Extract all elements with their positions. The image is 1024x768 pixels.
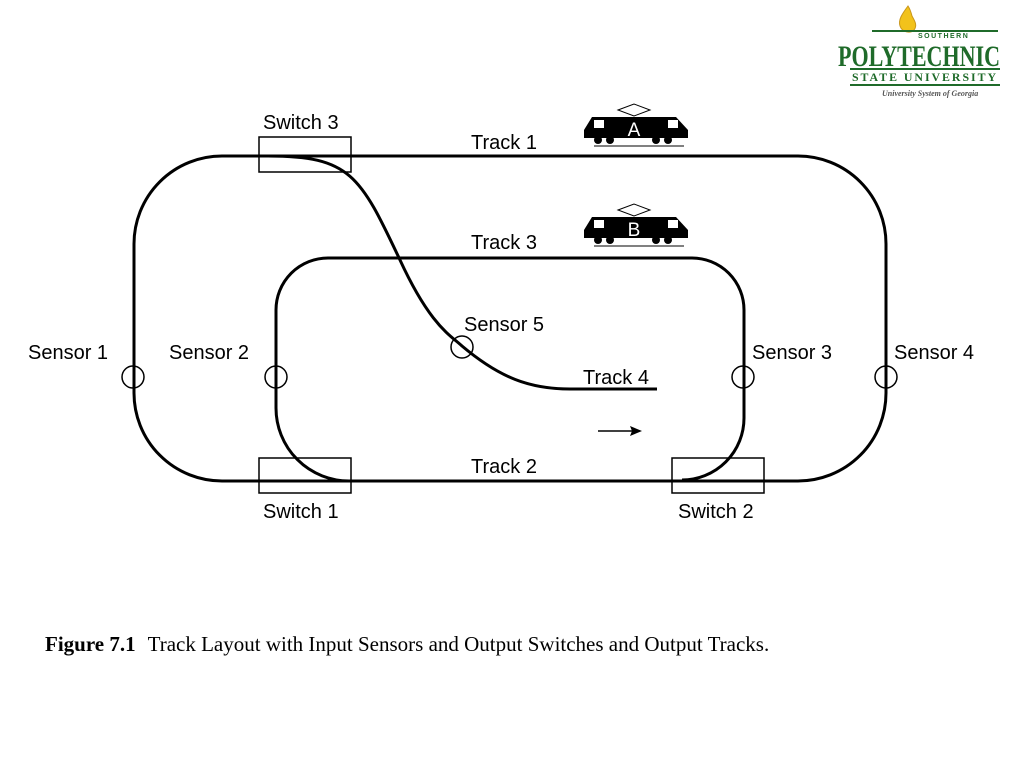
logo-top-text: SOUTHERN [918,33,969,40]
sensor-2[interactable] [264,365,288,389]
sensor-1-label: Sensor 1 [28,342,108,364]
sensor-3-label: Sensor 3 [752,342,832,364]
track-1-outer-loop [132,154,888,483]
locomotive-icon [584,117,688,138]
track-4-label: Track 4 [583,367,649,389]
figure-caption: Figure 7.1 Track Layout with Input Sensor… [45,632,769,657]
switch-2-label: Switch 2 [678,501,754,523]
switch-3[interactable] [258,136,352,173]
university-logo: SOUTHERN POLYTECHNIC STATE UNIVERSITY Un… [838,5,1000,98]
switch-2[interactable] [671,457,765,494]
train-b-label: B [628,220,641,241]
logo-sub-text: STATE UNIVERSITY [852,70,998,84]
pantograph-icon [616,203,652,217]
sensor-5[interactable] [450,335,474,359]
logo-divider-top [850,68,1000,70]
logo-divider-bottom [850,84,1000,86]
logo-main-text: POLYTECHNIC [838,40,1000,73]
track-2-label: Track 2 [471,456,537,478]
logo-tagline: University System of Georgia [882,89,978,98]
train-a[interactable]: A [584,103,688,147]
sensor-3[interactable] [731,365,755,389]
switch-1[interactable] [258,457,352,494]
sensor-4[interactable] [874,365,898,389]
train-a-label: A [628,120,641,141]
logo-top-bar [872,30,998,32]
direction-arrow-icon [598,426,642,436]
track-4-crossover [267,154,657,391]
sensor-5-label: Sensor 5 [464,314,544,336]
pantograph-icon [616,103,652,117]
sensor-4-label: Sensor 4 [894,342,974,364]
figure-number: Figure 7.1 [45,632,136,656]
locomotive-icon [584,217,688,238]
switch-1-label: Switch 1 [263,501,339,523]
figure-caption-text: Track Layout with Input Sensors and Outp… [147,632,770,656]
switch-3-label: Switch 3 [263,112,339,134]
train-b[interactable]: B [584,203,688,247]
track-1-label: Track 1 [471,132,537,154]
track-3-label: Track 3 [471,232,537,254]
torch-flame-icon [899,5,917,33]
sensor-1[interactable] [121,365,145,389]
track-3-inner-loop [274,256,746,483]
sensor-2-label: Sensor 2 [169,342,249,364]
